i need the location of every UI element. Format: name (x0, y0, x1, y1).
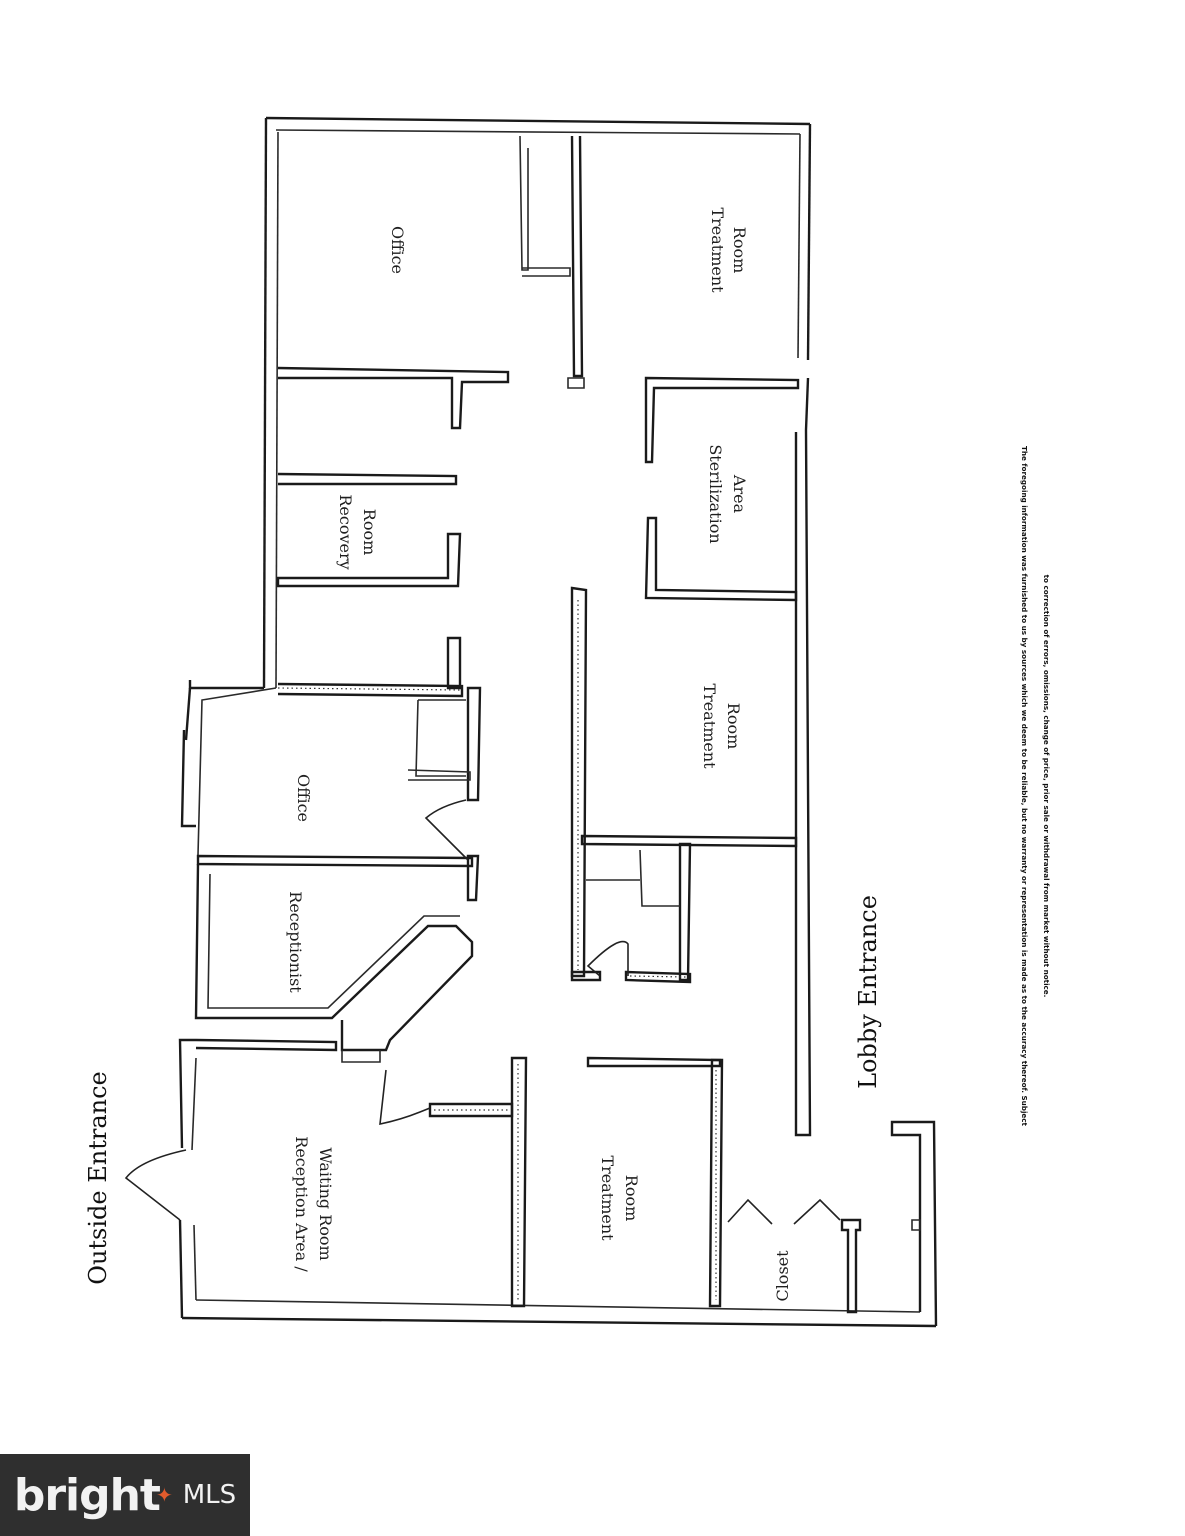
disclaimer-line-2: to correction of errors, omissions, chan… (1042, 575, 1051, 998)
logo-suffix: MLS (182, 1480, 237, 1510)
label-receptionist: Receptionist (286, 891, 305, 993)
treatment-mid-door (586, 940, 629, 977)
disclaimer: The foregoing information was furnished … (1020, 446, 1051, 1127)
closet-door-left (727, 1198, 773, 1225)
bright-mls-logo: bright ✦ MLS (0, 1454, 250, 1536)
label-recovery-2: Room (360, 509, 379, 555)
label-reception-area-2: Waiting Room (316, 1147, 335, 1260)
label-closet: Closet (773, 1250, 792, 1302)
room-labels: Office Treatment Room Recovery Room Ster… (286, 207, 792, 1301)
label-office-top: Office (388, 226, 407, 274)
label-treatment-bottom-1: Treatment (598, 1155, 617, 1241)
label-sterilization-1: Sterilization (706, 444, 725, 543)
label-treatment-mid-2: Room (724, 703, 743, 749)
logo-brand: bright (13, 1469, 161, 1521)
label-treatment-mid-1: Treatment (700, 683, 719, 769)
label-outside-entrance: Outside Entrance (84, 1071, 112, 1284)
disclaimer-line-1: The foregoing information was furnished … (1020, 446, 1029, 1127)
outside-entrance-door (124, 1149, 187, 1221)
entrance-labels: Outside Entrance Lobby Entrance (84, 895, 882, 1285)
label-recovery-1: Recovery (336, 494, 355, 569)
interior-walls (194, 135, 921, 1314)
label-treatment-bottom-2: Room (622, 1175, 641, 1221)
closet-door-right (793, 1198, 841, 1225)
label-treatment-top-2: Room (730, 227, 749, 273)
label-reception-area-1: Reception Area / (292, 1136, 311, 1272)
label-office-mid: Office (294, 774, 313, 822)
office-door (424, 799, 469, 861)
label-treatment-top-1: Treatment (708, 207, 727, 293)
exterior-walls (178, 116, 938, 1328)
label-lobby-entrance: Lobby Entrance (854, 895, 882, 1089)
reception-door (379, 1069, 431, 1125)
spark-icon: ✦ (155, 1483, 173, 1507)
doors (124, 799, 841, 1225)
label-sterilization-2: Area (730, 474, 749, 514)
